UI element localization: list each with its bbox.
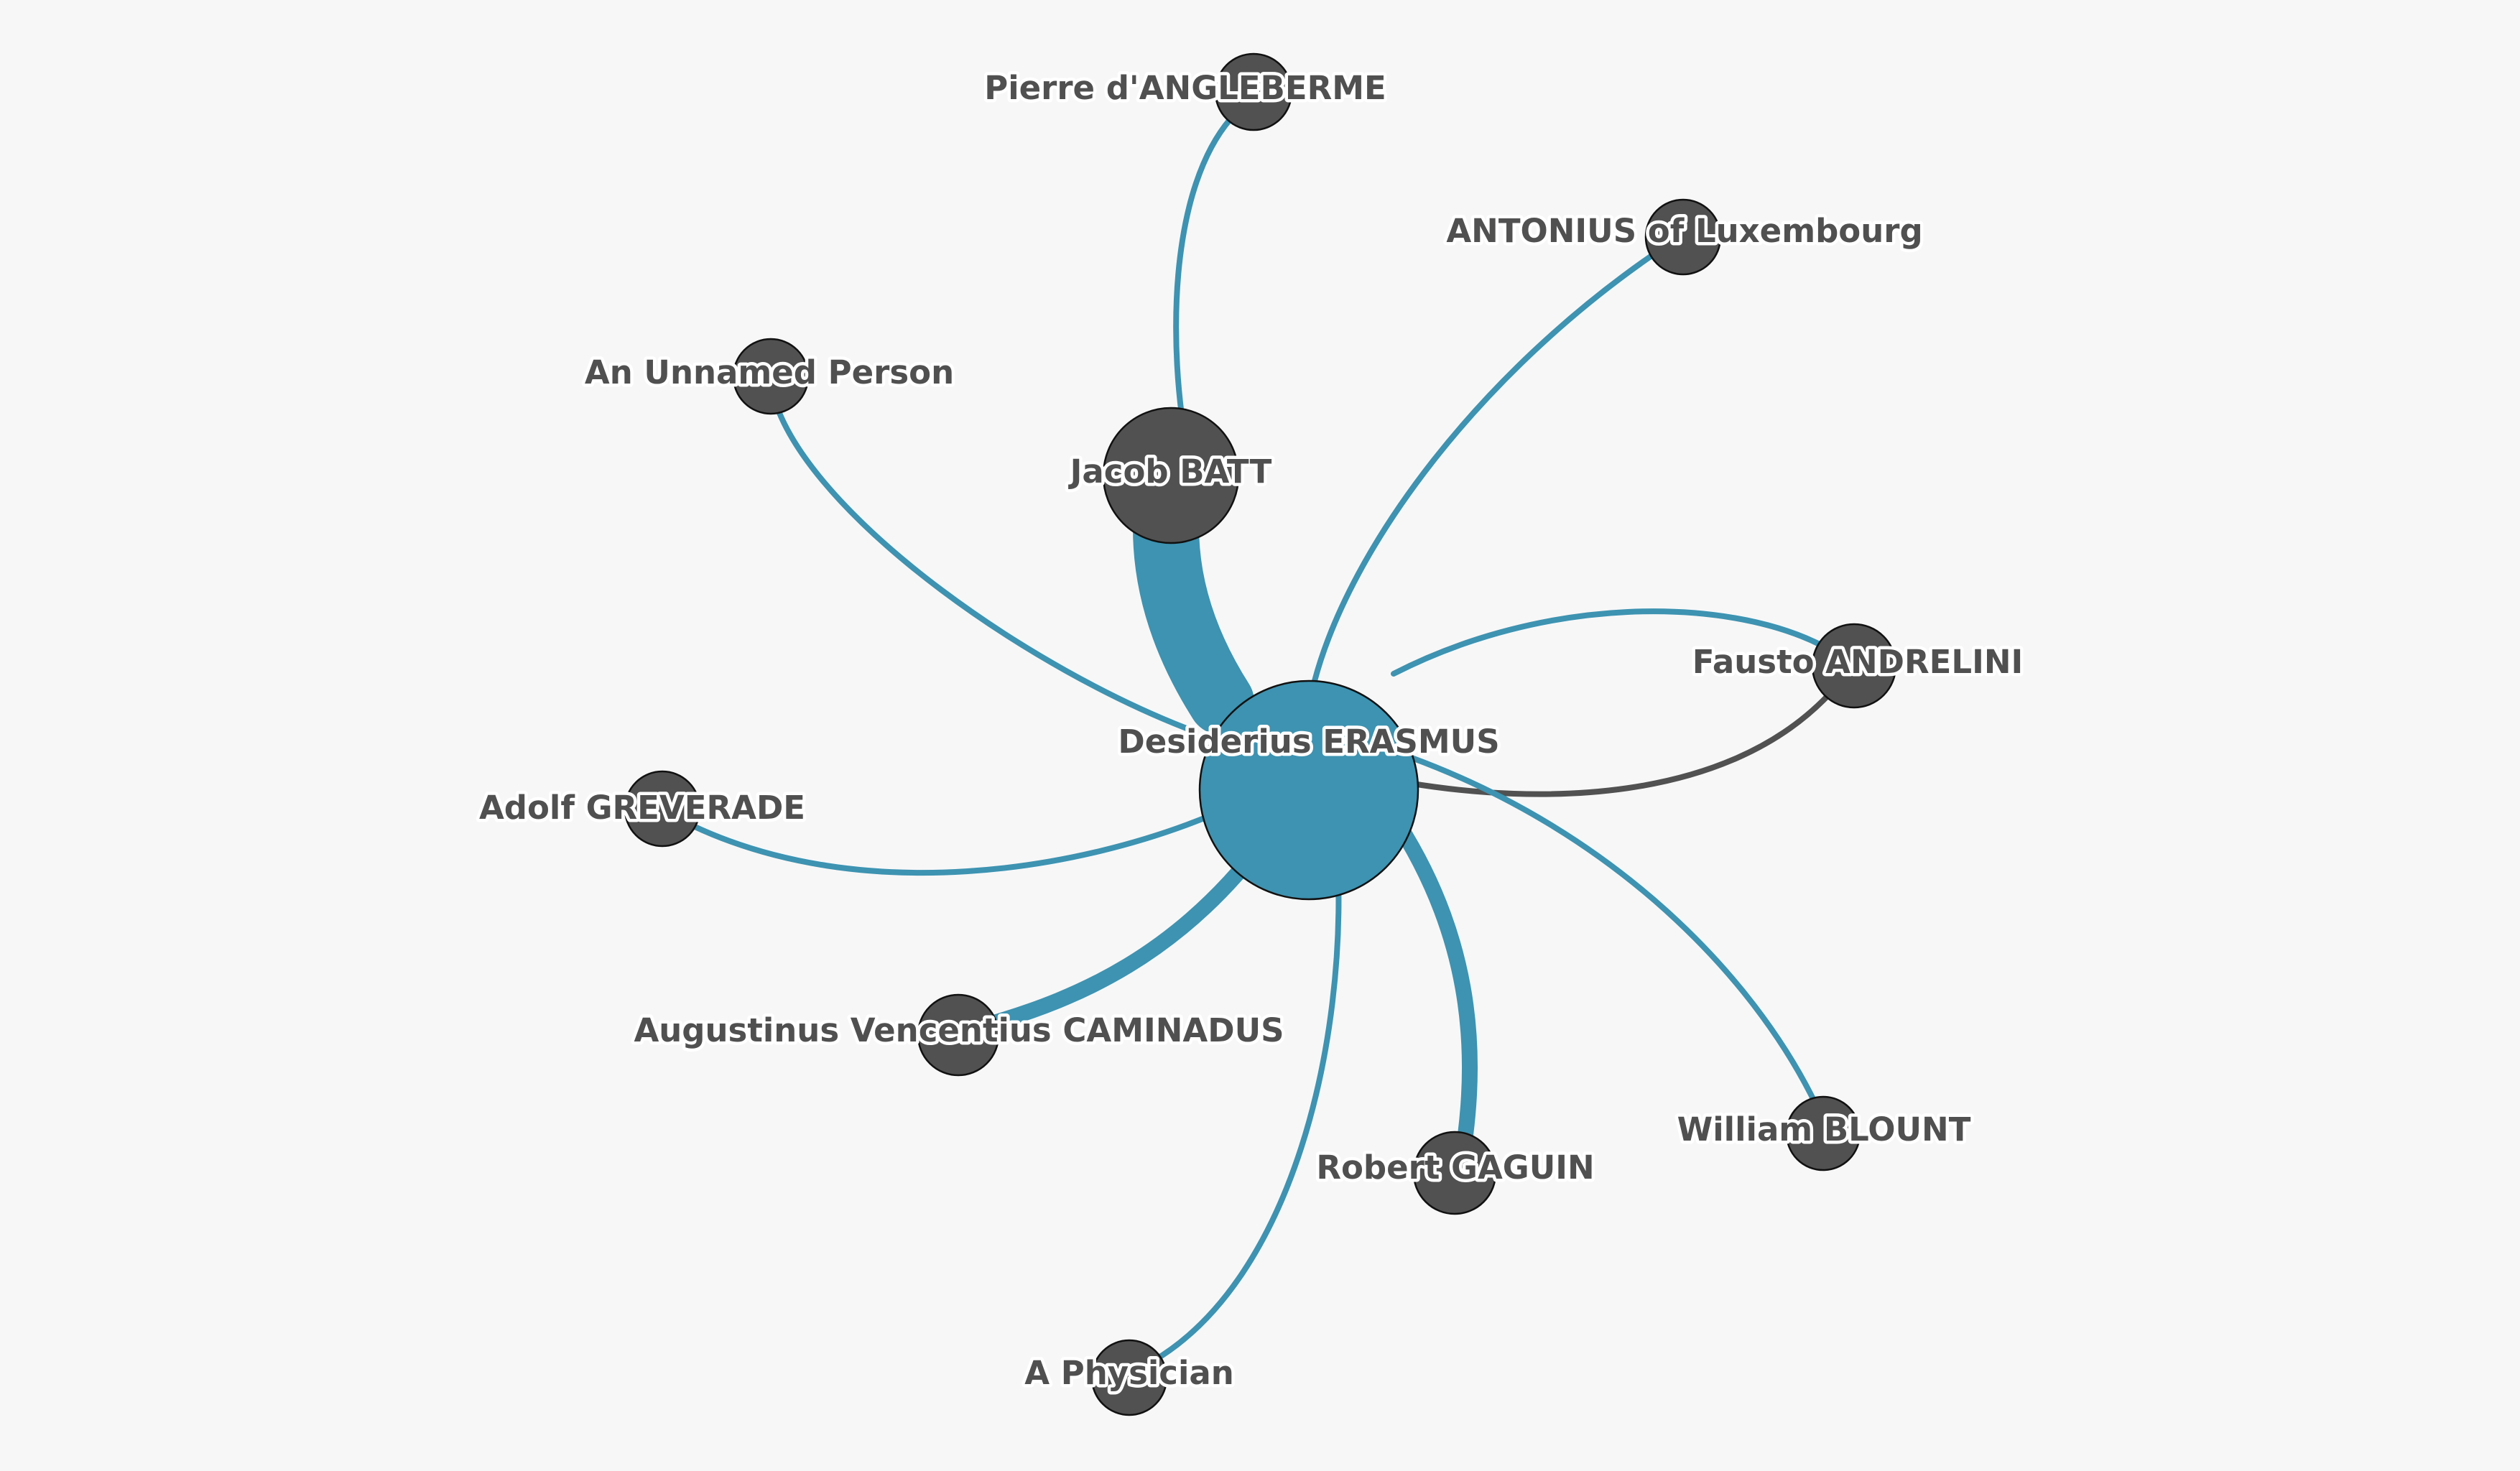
node-unnamed[interactable] xyxy=(732,338,810,415)
node-angleberme[interactable] xyxy=(1214,52,1293,131)
edge-erasmus-to-unnamed[interactable] xyxy=(777,410,1197,734)
node-label-antonius: ANTONIUS of Luxembourg xyxy=(1446,212,1922,250)
node-label-gaguin: Robert GAGUIN xyxy=(1316,1149,1594,1187)
node-andrelini[interactable] xyxy=(1811,623,1897,709)
edge-batt-to-angleberme[interactable] xyxy=(1173,105,1244,418)
labels-layer: Desiderius ERASMUS Jacob BATT Pierre d'ANG… xyxy=(476,66,2026,1396)
edge-erasmus-to-gaguin[interactable] xyxy=(1382,804,1478,1143)
nodes-layer xyxy=(624,52,1897,1416)
node-erasmus[interactable] xyxy=(1198,679,1419,901)
node-label-physician: A Physician xyxy=(1024,1354,1234,1392)
edge-erasmus-to-antonius[interactable] xyxy=(1312,250,1659,684)
node-blount[interactable] xyxy=(1785,1095,1861,1171)
node-batt[interactable] xyxy=(1102,407,1240,544)
node-label-erasmus: Desiderius ERASMUS xyxy=(1118,723,1499,761)
edge-erasmus-to-physician[interactable] xyxy=(1150,855,1342,1364)
edge-erasmus-to-caminadus[interactable] xyxy=(983,832,1272,1031)
node-label-greverade: Adolf GREVERADE xyxy=(479,789,805,827)
node-label-blount: William BLOUNT xyxy=(1677,1110,1971,1149)
node-physician[interactable] xyxy=(1090,1339,1168,1416)
node-greverade[interactable] xyxy=(624,770,701,848)
node-label-batt: Jacob BATT xyxy=(1068,453,1272,491)
node-label-caminadus: Augustinus Vencentius CAMINADUS xyxy=(634,1011,1284,1049)
node-label-andrelini: Fausto ANDRELINI xyxy=(1692,643,2023,681)
edge-erasmus-to-andrelini[interactable] xyxy=(1391,608,1824,677)
node-caminadus[interactable] xyxy=(917,993,1000,1077)
edge-erasmus-to-blount[interactable] xyxy=(1409,755,1817,1103)
edge-erasmus-to-greverade[interactable] xyxy=(690,809,1223,876)
node-antonius[interactable] xyxy=(1644,198,1722,276)
edge-andrelini-to-erasmus[interactable] xyxy=(1405,692,1831,797)
node-gaguin[interactable] xyxy=(1412,1131,1497,1215)
node-label-unnamed: An Unnamed Person xyxy=(585,353,954,391)
node-label-angleberme: Pierre d'ANGLEBERME xyxy=(984,69,1386,107)
